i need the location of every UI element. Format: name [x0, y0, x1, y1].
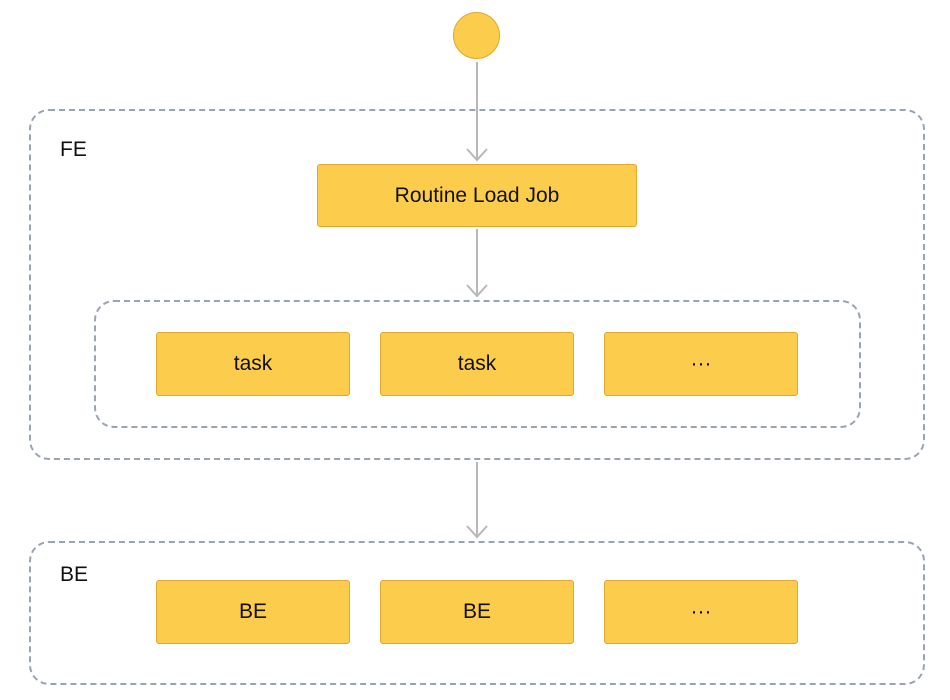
be-node: BE — [380, 580, 574, 644]
start-node — [453, 12, 500, 59]
task-node: task — [380, 332, 574, 396]
task-node: task — [156, 332, 350, 396]
edge-start-to-job — [466, 62, 488, 162]
task-more-node: ··· — [604, 332, 798, 396]
edge-job-to-tasks — [466, 229, 488, 298]
routine-load-job-node: Routine Load Job — [317, 164, 637, 227]
be-group — [29, 541, 925, 685]
edge-fe-to-be — [466, 462, 488, 539]
be-more-node: ··· — [604, 580, 798, 644]
be-group-label: BE — [60, 563, 89, 586]
fe-group-label: FE — [60, 138, 87, 161]
task-group — [94, 300, 861, 428]
be-node: BE — [156, 580, 350, 644]
